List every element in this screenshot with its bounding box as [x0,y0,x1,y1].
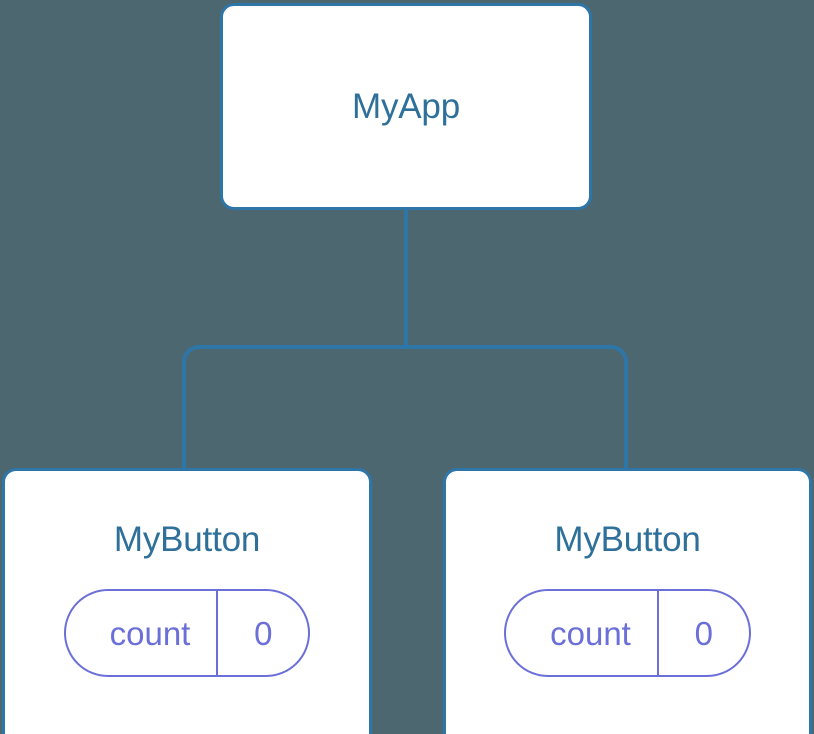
state-pill-right[interactable]: count 0 [504,589,751,677]
state-pill-right-key: count [550,614,631,652]
state-pill-right-value: 0 [656,591,749,675]
node-mybutton-right[interactable]: MyButton count 0 [443,468,812,734]
node-mybutton-left[interactable]: MyButton count 0 [2,468,372,734]
node-myapp[interactable]: MyApp [220,3,592,210]
state-pill-left-value: 0 [216,591,308,675]
node-mybutton-right-label: MyButton [554,520,701,559]
edge-root-to-children [182,209,628,468]
node-mybutton-left-label: MyButton [113,520,261,559]
state-pill-left[interactable]: count 0 [63,589,311,677]
state-pill-left-key: count [109,614,191,652]
node-myapp-label: MyApp [352,87,460,126]
